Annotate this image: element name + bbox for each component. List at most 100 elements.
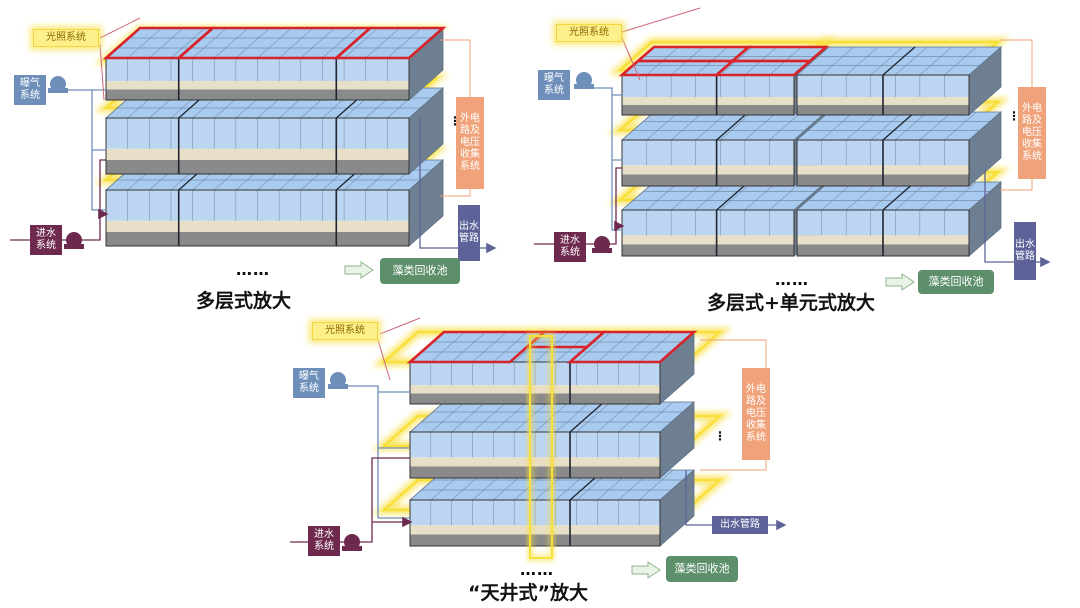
highlighted-module-top [332, 26, 447, 60]
module-divider [882, 46, 916, 76]
tank-grid-line [235, 27, 271, 59]
ellipsis-dots: …… [775, 270, 809, 289]
light-wire [99, 17, 141, 39]
module-divider [716, 111, 750, 141]
tank-sand-layer [622, 165, 794, 175]
tank-grid-line [387, 27, 422, 59]
tank-grid-line [365, 27, 400, 59]
tank-grid-line [919, 181, 953, 211]
tank-sand-layer [410, 457, 660, 467]
tank-grid-line [821, 111, 854, 141]
tank-grid-line [744, 181, 778, 211]
tank-grid-line [646, 181, 679, 211]
tank-grid-line [127, 27, 162, 59]
vertical-dots: ⋮ [1008, 109, 1020, 123]
tank-base-layer [622, 244, 794, 256]
light-wire [379, 317, 421, 335]
tank-grid-line [646, 111, 679, 141]
tank-grid-line [895, 181, 928, 211]
skylight-shaft [529, 335, 553, 559]
reactor-tank [104, 87, 445, 175]
pump-icon [64, 244, 84, 249]
light-wire [99, 43, 105, 101]
reactor-tank [408, 401, 696, 479]
light-system-label: 光照系统 [33, 29, 99, 47]
tank-grid-line [493, 331, 528, 363]
tank-grid-line [597, 331, 632, 363]
tank-water-layer [622, 210, 794, 236]
light-system-label: 光照系统 [556, 24, 622, 42]
tank-base-layer [106, 89, 409, 100]
reactor-tank [795, 181, 1003, 257]
tank-grid-line [555, 401, 590, 433]
algae-recovery-pool-label: 藻类回收池 [666, 556, 738, 582]
reactor-tank [795, 111, 1003, 187]
tank-outline [409, 361, 661, 405]
tank-sand-layer [622, 97, 794, 105]
vertical-dots: ⋮ [714, 429, 726, 443]
tank-grid-line [695, 181, 728, 211]
tank-sand-layer [106, 148, 409, 160]
tank-grid-line [845, 46, 879, 76]
external-circuit-wire [700, 339, 767, 471]
tank-top-face [620, 111, 828, 141]
algae-recovery-pool-label: 藻类回收池 [380, 258, 460, 284]
tank-grid-line [343, 27, 379, 59]
tank-grid-line [821, 181, 854, 211]
outflow-pipe-label: 出水管路 [712, 516, 768, 534]
tank-sand-layer [622, 235, 794, 245]
aeration-pipe [58, 89, 106, 211]
arrow-right-icon [631, 561, 661, 579]
tank-base-layer [410, 393, 660, 404]
tank-grid-line [430, 331, 465, 363]
tank-base-layer [410, 466, 660, 478]
algae-recovery-pool-label: 藻类回收池 [918, 270, 994, 294]
module-divider [569, 401, 605, 433]
tank-grid-line [618, 401, 653, 433]
tank-grid-line [870, 181, 903, 211]
tank-grid-line [895, 46, 928, 76]
tank-grid-line [493, 401, 528, 433]
tank-grid-line [192, 27, 227, 59]
panel-caption-multilayer: 多层式放大 [196, 290, 292, 312]
tank-grid-line [769, 181, 802, 211]
light-wire [621, 7, 701, 33]
inflow-system-label: 进水 系统 [308, 526, 340, 556]
tank-grid-line [845, 111, 879, 141]
tank-grid-line [944, 46, 977, 76]
highlighted-module-top [729, 45, 830, 63]
tank-grid-line [214, 27, 249, 59]
pump-icon [592, 248, 612, 253]
light-wire [621, 37, 641, 81]
tank-base-layer [410, 534, 660, 546]
tank-water-layer [622, 75, 794, 97]
light-wire [377, 339, 391, 381]
reactor-tank [620, 181, 828, 257]
tank-grid-line [639, 331, 674, 363]
outflow-pipe-label: 出水 管路 [1014, 222, 1036, 280]
tank-grid-line [597, 401, 632, 433]
tank-grid-line [618, 331, 653, 363]
module-divider [716, 181, 750, 211]
tank-water-layer [622, 140, 794, 166]
reactor-tank [620, 111, 828, 187]
external-circuit-wire [1000, 39, 1033, 191]
tank-grid-line [695, 111, 728, 141]
tank-grid-line [451, 331, 486, 363]
tank-grid-line [944, 181, 977, 211]
pump-icon [48, 88, 68, 93]
arrow-right-icon [885, 273, 915, 291]
tank-grid-line [576, 331, 611, 363]
tank-grid-line [300, 27, 335, 59]
tank-grid-line [944, 111, 977, 141]
tank-outline [105, 117, 410, 175]
tank-sand-layer [410, 525, 660, 535]
tank-grid-line [451, 401, 486, 433]
tank-grid-line [919, 111, 953, 141]
reactor-tank [102, 26, 447, 101]
tank-grid-line [639, 401, 674, 433]
ellipsis-dots: …… [236, 260, 270, 279]
ellipsis-dots: …… [520, 560, 554, 579]
